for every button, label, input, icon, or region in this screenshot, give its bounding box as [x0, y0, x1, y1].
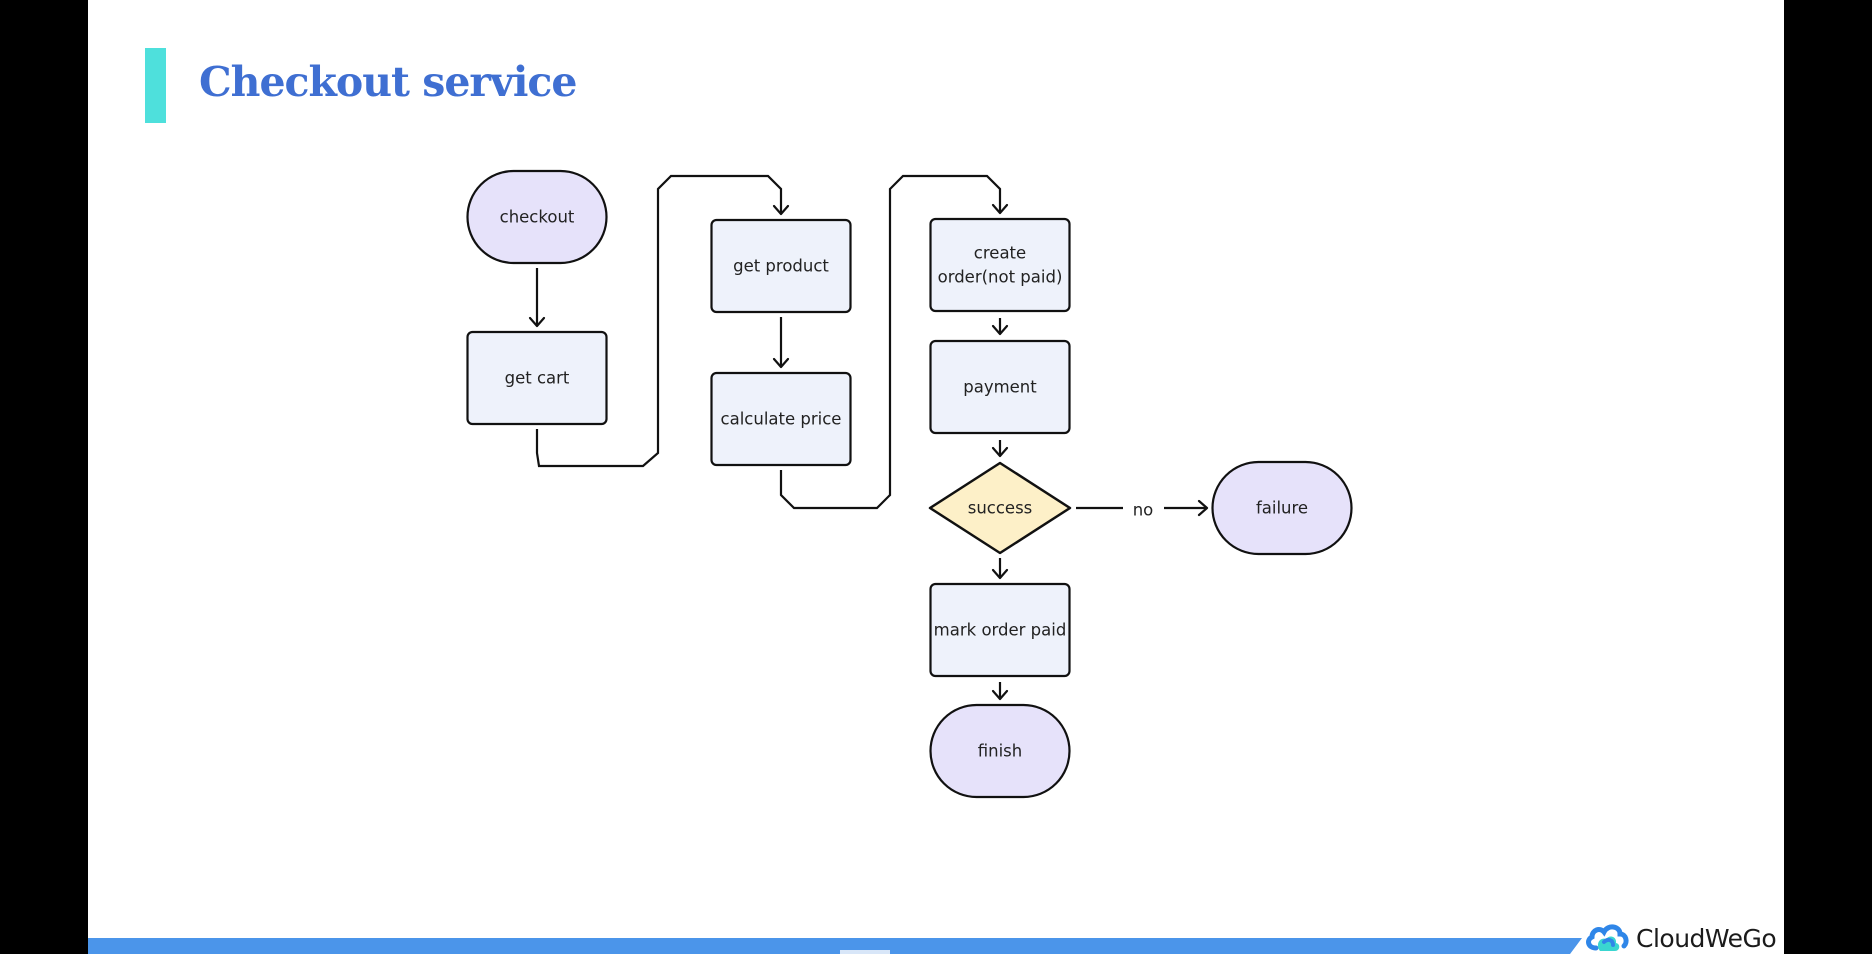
node-get-product: get product: [710, 218, 852, 314]
process-shape: [929, 217, 1071, 313]
node-label: order(not paid): [938, 268, 1063, 287]
terminal-shape: [929, 703, 1071, 799]
process-shape: [710, 371, 852, 467]
brand-name: CloudWeGo: [1636, 923, 1777, 953]
process-shape: [929, 339, 1071, 435]
node-payment: payment: [929, 339, 1071, 435]
bottom-accent-bar: [88, 938, 1582, 954]
node-label: finish: [978, 742, 1023, 761]
decision-shape: [928, 461, 1072, 555]
connector-line: [535, 174, 783, 468]
node-label: create: [974, 244, 1026, 263]
slide: Checkout service CloudWeGo no checkout get…: [88, 0, 1784, 954]
node-mark-order-paid: mark order paid: [929, 582, 1071, 678]
node-label: mark order paid: [934, 621, 1067, 640]
node-success: success: [928, 461, 1072, 555]
node-label: failure: [1256, 499, 1308, 518]
arrow-head-icon: [991, 689, 1009, 701]
bottom-bar-mark: [840, 950, 890, 954]
node-label: checkout: [500, 208, 575, 227]
node-label: get cart: [505, 369, 570, 388]
node-label: payment: [963, 378, 1037, 397]
connector-line: [779, 174, 1002, 510]
arrow-head-icon: [772, 204, 790, 216]
process-shape: [710, 218, 852, 314]
arrow-head-icon: [1197, 499, 1209, 517]
terminal-shape: [466, 169, 608, 265]
arrow-head-icon: [991, 324, 1009, 336]
flowchart: no checkout get cart get product calculate p…: [466, 169, 1353, 799]
terminal-shape: [1211, 460, 1353, 556]
arrow-head-icon: [991, 446, 1009, 458]
arrow-head-icon: [991, 568, 1009, 580]
slide-title: Checkout service: [199, 58, 577, 106]
arrow-head-icon: [991, 203, 1009, 215]
node-label: calculate price: [721, 410, 842, 429]
node-get-cart: get cart: [466, 330, 608, 426]
title-accent-bar: [145, 48, 166, 123]
node-label: success: [968, 499, 1033, 518]
node-label: get product: [733, 257, 829, 276]
node-checkout: checkout: [466, 169, 608, 265]
edge-label: no: [1133, 501, 1154, 520]
arrow-head-icon: [772, 357, 790, 369]
node-failure: failure: [1211, 460, 1353, 556]
arrow-head-icon: [528, 316, 546, 328]
process-shape: [466, 330, 608, 426]
node-finish: finish: [929, 703, 1071, 799]
node-create-order: create order(not paid): [929, 217, 1071, 313]
node-calculate-price: calculate price: [710, 371, 852, 467]
brand-logo: CloudWeGo: [1584, 918, 1777, 954]
process-shape: [929, 582, 1071, 678]
cloud-logo-icon: [1586, 924, 1629, 951]
